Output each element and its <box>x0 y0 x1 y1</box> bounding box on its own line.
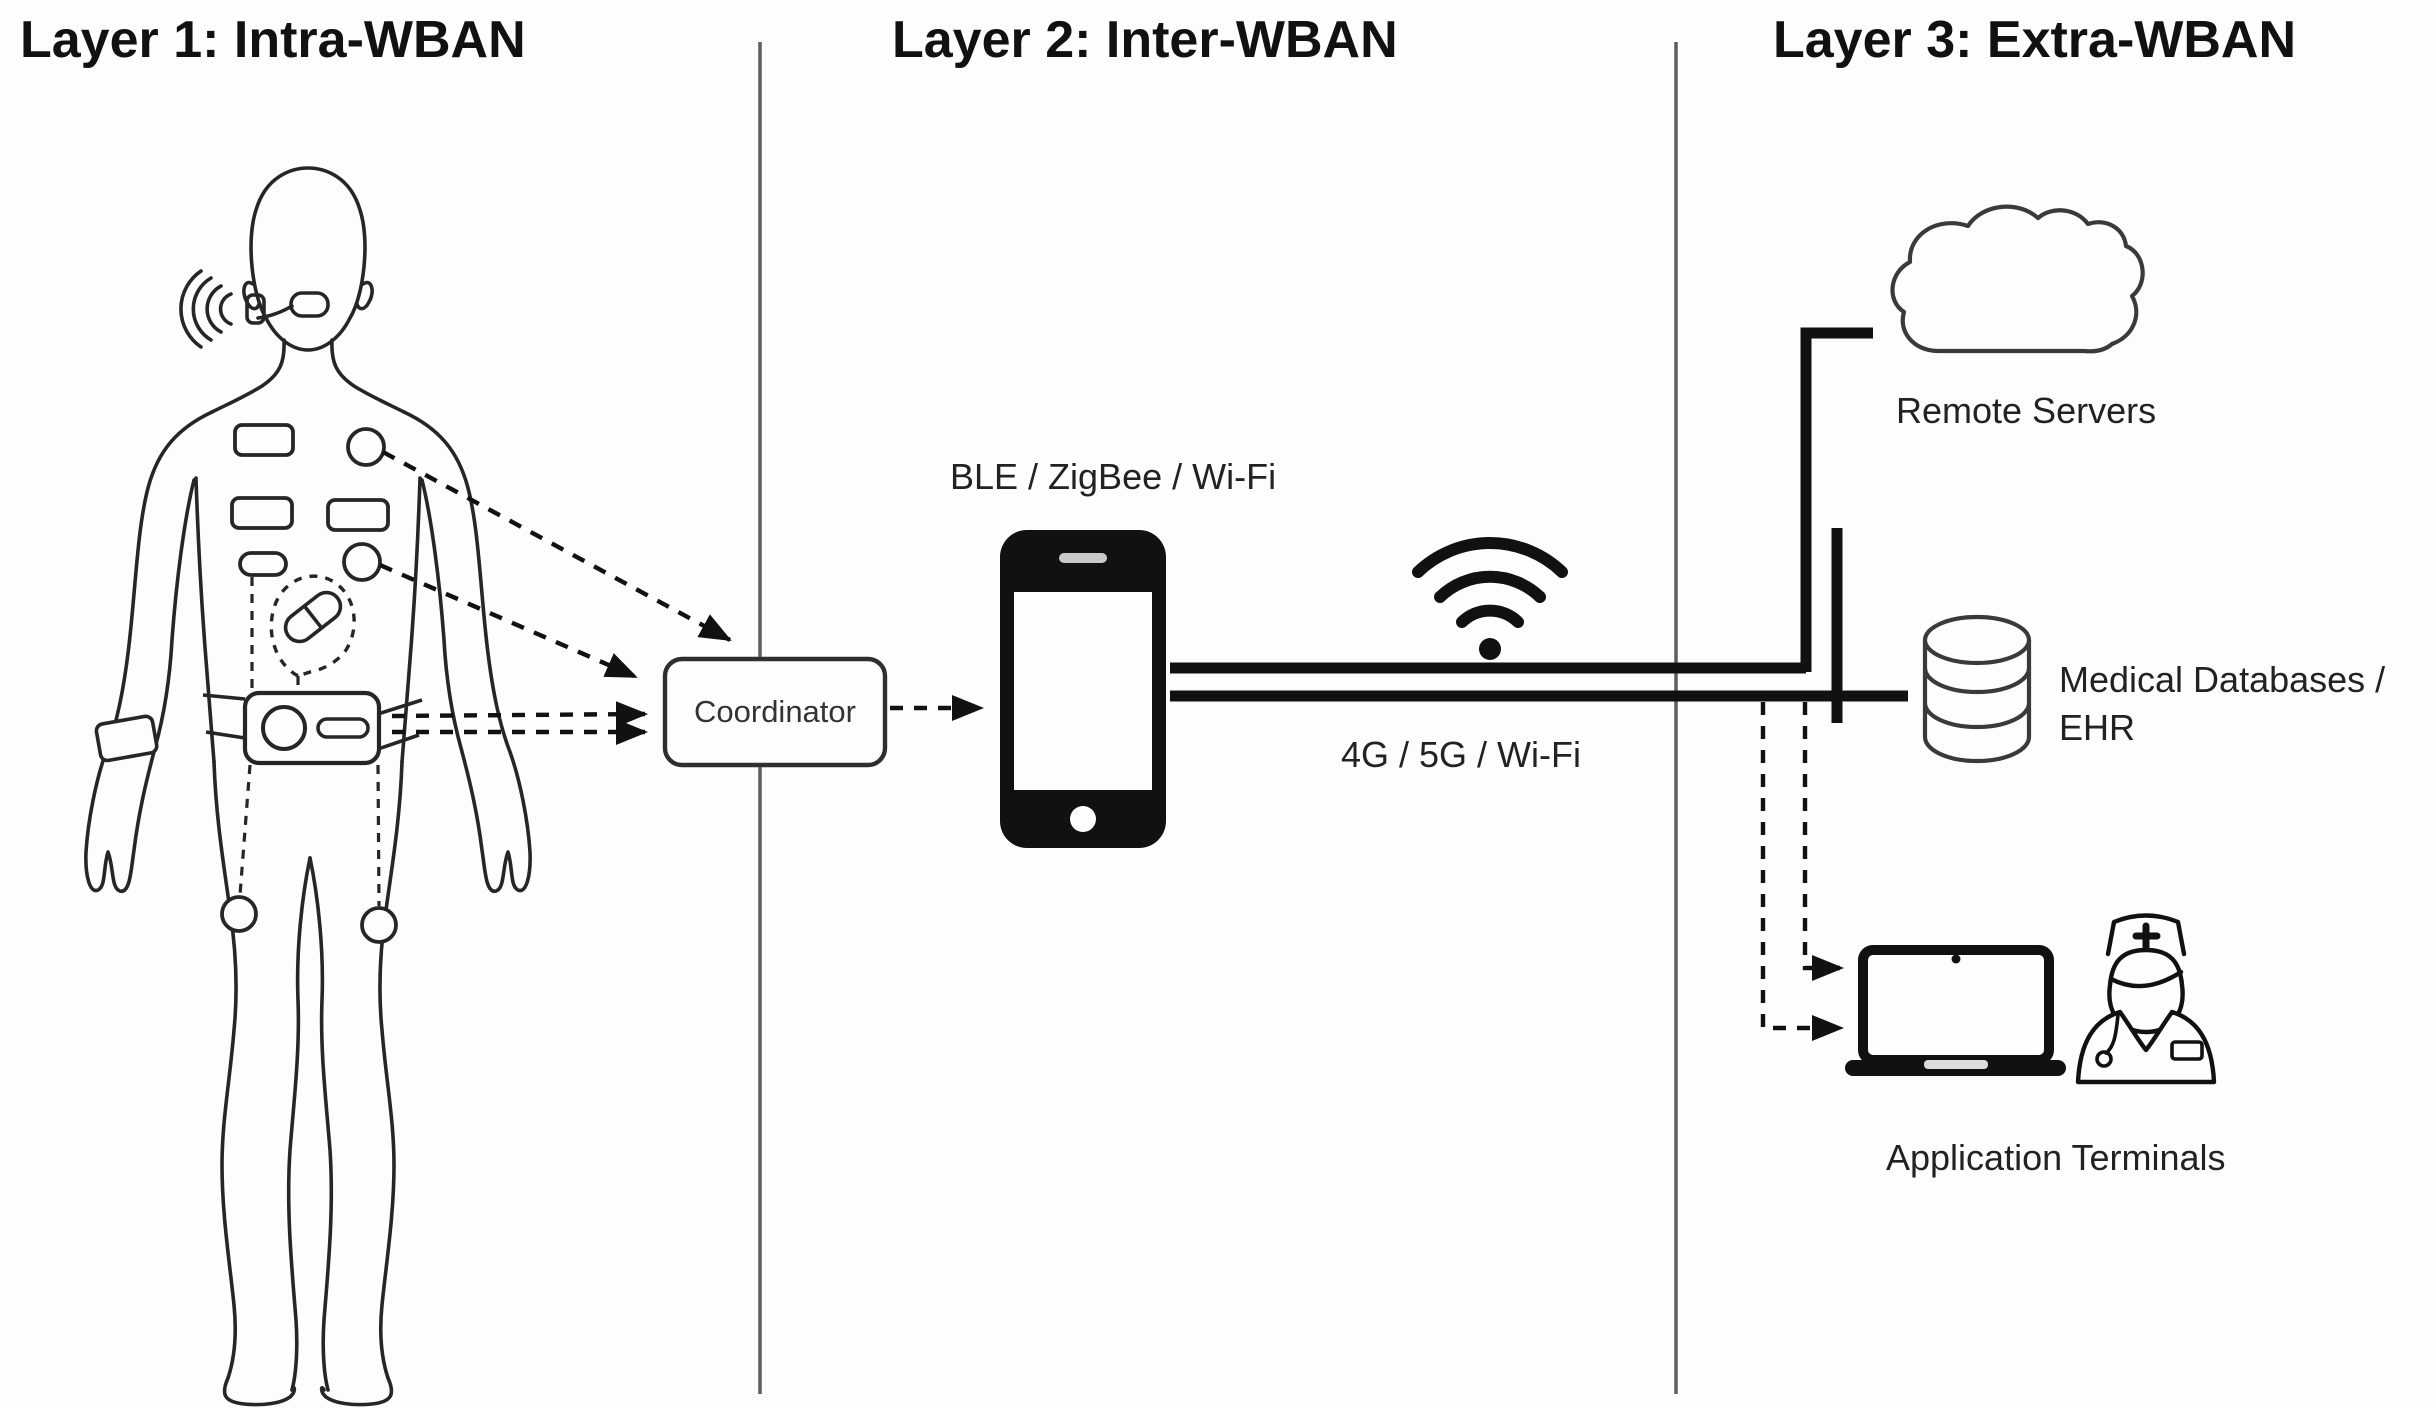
layer-divider-lines <box>758 42 1678 1394</box>
waist-hub-device <box>94 690 423 766</box>
wristband-sensor <box>94 714 159 763</box>
cloud-icon <box>1890 204 2145 354</box>
link-chest-sensor-to-coordinator <box>381 450 732 642</box>
coordinator-label: Coordinator <box>694 694 856 729</box>
knee-sensor-left <box>220 895 258 933</box>
wifi-icon <box>1412 537 1568 660</box>
chest-sensor-rect-3 <box>326 498 390 532</box>
abdomen-sensor-circle <box>342 542 382 582</box>
link-hub-to-coordinator-1 <box>391 701 648 728</box>
layer2-title: Layer 2: Inter-WBAN <box>892 11 1398 69</box>
chest-sensor-rect-2 <box>230 496 294 530</box>
body-sensor-leads <box>238 577 381 907</box>
headset-icon <box>179 269 330 349</box>
nurse-icon <box>2075 913 2217 1085</box>
knee-sensor-right <box>360 906 398 944</box>
abdomen-sensor-pill <box>238 551 288 577</box>
connection-arrows <box>379 450 1844 1041</box>
chest-sensor-rect-1 <box>233 423 295 457</box>
link-backbone-to-laptop-1 <box>1802 702 1844 981</box>
laptop-icon <box>1845 945 2066 1076</box>
application-terminals-label: Application Terminals <box>1886 1137 2226 1178</box>
capsule-sensor-icon <box>269 574 356 678</box>
remote-servers-label: Remote Servers <box>1896 390 2157 431</box>
short-range-link-label: BLE / ZigBee / Wi-Fi <box>950 456 1277 497</box>
layer1-title: Layer 1: Intra-WBAN <box>20 11 526 69</box>
chest-sensor-circle-1 <box>346 427 386 467</box>
coordinator-box <box>662 656 888 768</box>
link-abdomen-sensor-to-coordinator <box>379 562 638 680</box>
backbone-links <box>1170 327 1908 723</box>
medical-databases-label: Medical Databases / EHR <box>2059 659 2386 748</box>
link-backbone-to-laptop-2 <box>1760 702 1844 1041</box>
layer3-title: Layer 3: Extra-WBAN <box>1773 11 2297 69</box>
smartphone-icon <box>1000 530 1166 848</box>
human-body-figure <box>84 166 532 1407</box>
database-icon <box>1922 614 2032 764</box>
backhaul-link-label: 4G / 5G / Wi-Fi <box>1341 734 1582 775</box>
body-sensor-icons <box>220 423 398 944</box>
backbone-riser-to-cloud <box>1800 327 1873 672</box>
